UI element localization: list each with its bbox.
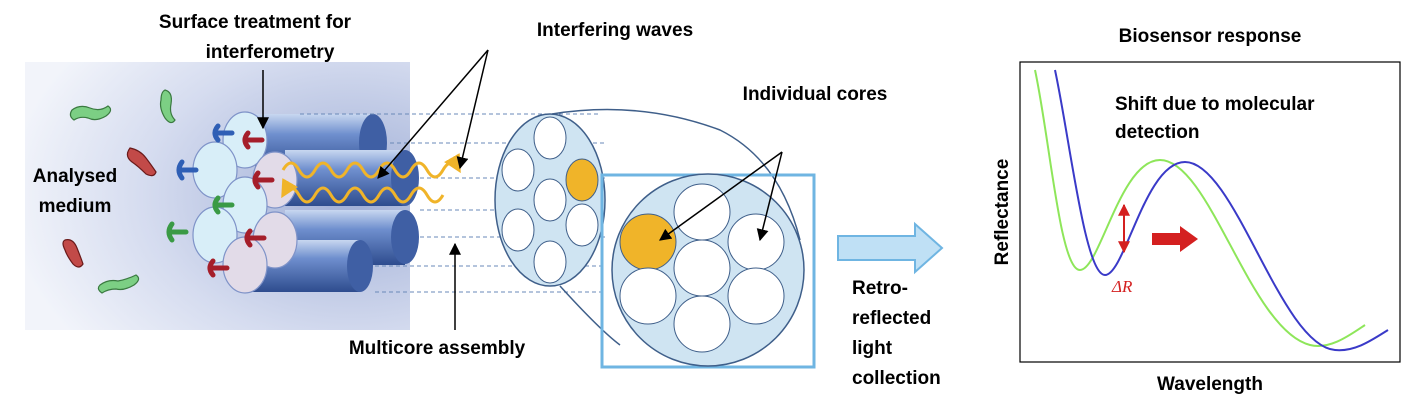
label-multicore-assembly: Multicore assembly (349, 338, 526, 359)
small-core-2 (501, 148, 535, 192)
fiber-face-7 (222, 236, 268, 294)
analyte-red-1 (126, 147, 157, 177)
zoom-connector-top (551, 108, 801, 241)
large-core-4 (673, 239, 731, 297)
plot-ylabel: Reflectance (992, 159, 1013, 266)
small-core-6 (565, 203, 599, 247)
interfering-waves (281, 153, 461, 204)
plot-annotation-2: detection (1115, 122, 1199, 143)
receptor-red-4 (207, 258, 230, 278)
plot-title: Biosensor response (1119, 26, 1302, 47)
label-surface-2: interferometry (206, 42, 335, 63)
plot-frame (1019, 61, 1401, 363)
label-retro-2: reflected (852, 308, 931, 329)
label-retro-3: light (852, 338, 893, 359)
curve-before (1034, 69, 1366, 347)
small-core-5 (501, 208, 535, 252)
fiber-end-low (347, 240, 373, 292)
receptor-red-1 (242, 130, 265, 150)
receptor-red-2 (252, 170, 275, 190)
zoom-connector-bottom (559, 285, 621, 346)
large-core-3 (727, 213, 785, 271)
large-core-7 (673, 295, 731, 353)
analyte-red-2 (62, 239, 84, 268)
small-core-1 (533, 116, 567, 160)
label-individual-cores: Individual cores (743, 84, 888, 105)
receptor-green-2 (166, 221, 189, 243)
shift-arrow (1152, 226, 1198, 252)
small-core-7 (533, 240, 567, 284)
pointer-arrows (257, 49, 783, 330)
fiber-end-bottom (391, 210, 419, 264)
label-surface-1: Surface treatment for (159, 12, 352, 33)
label-analysed-1: Analysed (33, 166, 117, 187)
arrow-cores-1 (659, 151, 783, 241)
large-core-2 (619, 213, 677, 271)
biosensor-plot: Biosensor response Reflectance Wavelengt… (992, 26, 1401, 395)
arrow-waves-1 (377, 49, 489, 179)
label-interfering-waves: Interfering waves (537, 20, 693, 41)
delta-r-label: ΔR (1111, 277, 1133, 296)
label-retro-4: collection (852, 368, 941, 389)
analyte-green-1 (69, 105, 112, 121)
analyte-green-3 (97, 274, 140, 294)
analyte-green-2 (159, 89, 176, 124)
label-analysed-2: medium (39, 196, 112, 217)
wave-lower (281, 178, 445, 204)
analyte-molecules (62, 89, 176, 294)
large-core-6 (727, 267, 785, 325)
receptor-green-1 (212, 195, 235, 215)
arrow-waves-2 (456, 49, 489, 170)
plot-annotation-1: Shift due to molecular (1115, 94, 1315, 115)
curve-after (1054, 69, 1389, 352)
small-core-3 (565, 158, 599, 202)
arrow-cores-2 (756, 151, 783, 242)
large-core-1 (673, 183, 731, 241)
plot-xlabel: Wavelength (1157, 374, 1263, 395)
core-section-small (494, 113, 606, 287)
core-section-large (611, 173, 805, 367)
small-core-4 (533, 178, 567, 222)
receptor-blue-2 (176, 159, 199, 181)
receptors (166, 123, 275, 278)
receptor-blue-1 (212, 123, 235, 143)
label-retro-1: Retro- (852, 278, 908, 299)
large-core-5 (619, 267, 677, 325)
receptor-red-3 (244, 228, 267, 248)
wave-upper (281, 153, 461, 179)
collection-arrow (837, 221, 944, 275)
